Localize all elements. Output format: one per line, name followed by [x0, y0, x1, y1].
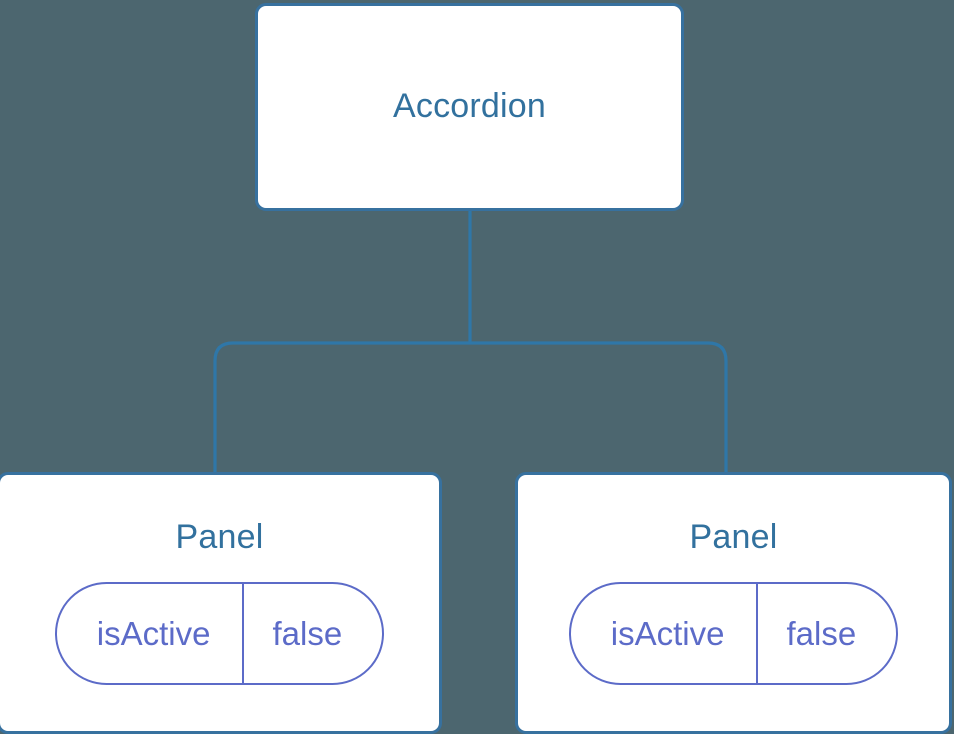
node-panel[interactable]: Panel isActive false	[0, 472, 442, 734]
prop-value: false	[786, 615, 857, 653]
prop-pill-isactive[interactable]: isActive false	[54, 582, 385, 686]
edge-accordion-to-panel-0	[213, 341, 470, 476]
edge-accordion-to-panel-1	[470, 341, 728, 476]
prop-key: isActive	[571, 584, 759, 684]
node-panel[interactable]: Panel isActive false	[515, 472, 952, 734]
node-accordion[interactable]: Accordion	[255, 3, 684, 211]
node-panel-title: Panel	[175, 518, 264, 556]
node-accordion-title: Accordion	[393, 87, 546, 126]
prop-key: isActive	[57, 584, 245, 684]
node-panel-title: Panel	[689, 518, 778, 556]
prop-value: false	[272, 615, 343, 653]
prop-pill-isactive[interactable]: isActive false	[568, 582, 899, 686]
